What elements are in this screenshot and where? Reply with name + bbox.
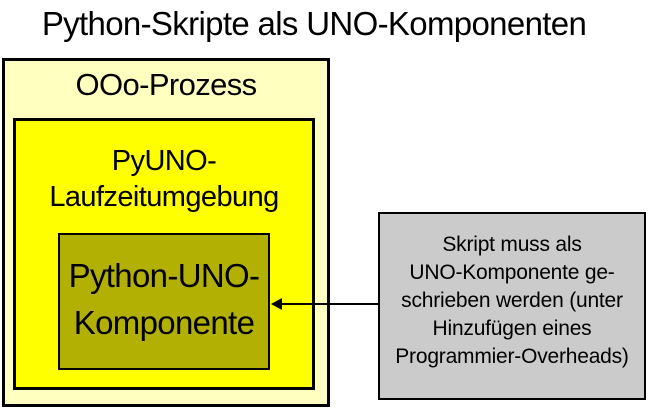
ooo-process-label: OOo-Prozess [75, 67, 258, 102]
python-uno-component-label-line1: Python-UNO- [68, 257, 260, 294]
pyuno-runtime-label-line1: PyUNO- [111, 145, 217, 177]
note-line-1: Skript muss als [442, 233, 582, 256]
arrow-head-icon [271, 298, 282, 310]
note-line-2: UNO-Komponente ge- [409, 261, 615, 284]
note-box [378, 212, 646, 400]
python-uno-component-label-line2: Komponente [73, 304, 255, 341]
page-title: Python-Skripte als UNO-Komponenten [41, 5, 587, 42]
note-line-4: Hinzufügen eines [432, 317, 592, 340]
note-line-3: schrieben werden (unter [401, 289, 623, 312]
pyuno-runtime-label: PyUNO- Laufzeitumgebung [13, 143, 315, 215]
pyuno-runtime-label-line2: Laufzeitumgebung [49, 181, 279, 213]
note-line-5: Programmier-Overheads) [395, 345, 629, 368]
python-uno-component-label: Python-UNO- Komponente [58, 252, 270, 346]
note-text: Skript muss als UNO-Komponente ge- schri… [380, 231, 644, 371]
python-uno-component-box [58, 233, 270, 370]
arrow-line [280, 303, 378, 305]
